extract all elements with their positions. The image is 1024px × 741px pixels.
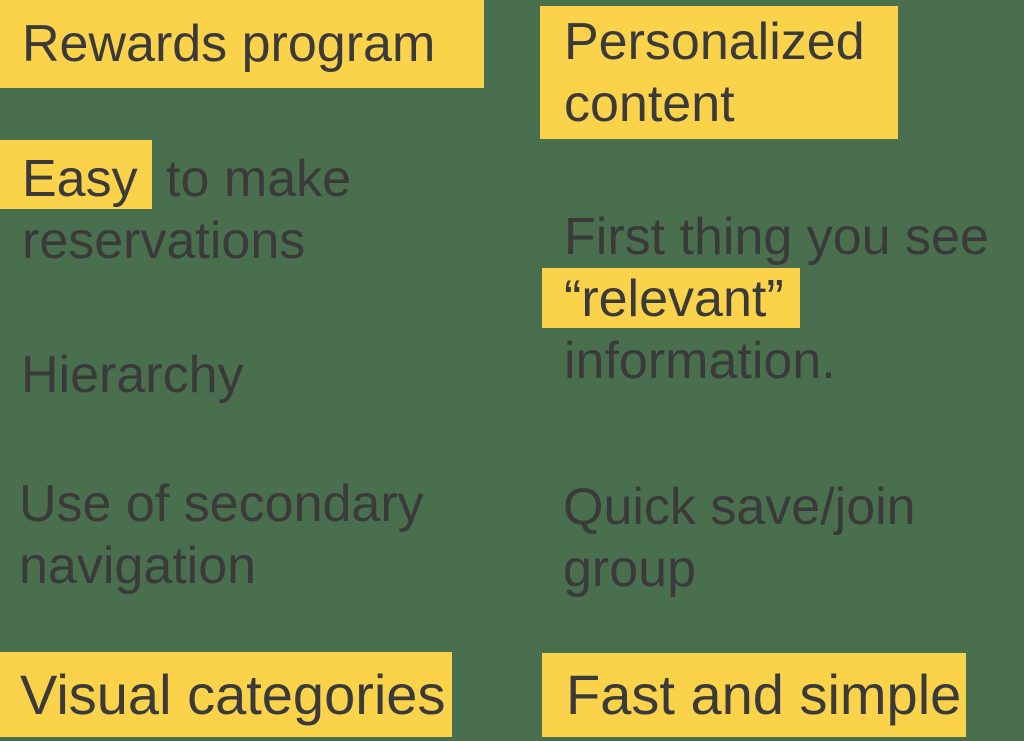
note-easy-line-2: reservations (22, 212, 306, 270)
note-quick-line-1: Quick save/join (563, 478, 916, 536)
note-hierarchy: Hierarchy (21, 344, 244, 406)
note-first-thing: First thing you see “relevant” informati… (542, 206, 989, 392)
note-secondary-line-2: navigation (19, 537, 257, 595)
note-visual-categories: Visual categories (0, 652, 452, 737)
note-personalized-content: Personalized content (540, 6, 898, 139)
note-first-thing-line-3: information. (564, 332, 836, 390)
note-easy-line-1-rest: to make (151, 150, 352, 208)
note-secondary-line-1: Use of secondary (19, 475, 424, 533)
note-hierarchy-label: Hierarchy (21, 346, 244, 404)
note-easy-line-1: Easy to make (0, 140, 352, 210)
note-rewards-program: Rewards program (0, 0, 484, 88)
note-quick-line-2: group (563, 540, 696, 598)
note-quick-save-join: Quick save/join group (563, 476, 916, 600)
highlight-easy: Easy (0, 140, 152, 209)
note-easy-reservations: Easy to make reservations (0, 140, 352, 272)
note-secondary-navigation: Use of secondary navigation (19, 473, 424, 597)
highlight-relevant: “relevant” (542, 268, 800, 328)
note-personalized-line-2: content (564, 74, 735, 133)
note-fast-and-simple-label: Fast and simple (566, 663, 962, 726)
note-rewards-program-label: Rewards program (22, 15, 436, 73)
note-visual-categories-label: Visual categories (20, 662, 446, 726)
note-first-thing-line-2: “relevant” (542, 268, 989, 330)
note-personalized-line-1: Personalized (564, 12, 865, 71)
note-fast-and-simple: Fast and simple (542, 653, 966, 737)
note-first-thing-line-1: First thing you see (564, 208, 989, 266)
